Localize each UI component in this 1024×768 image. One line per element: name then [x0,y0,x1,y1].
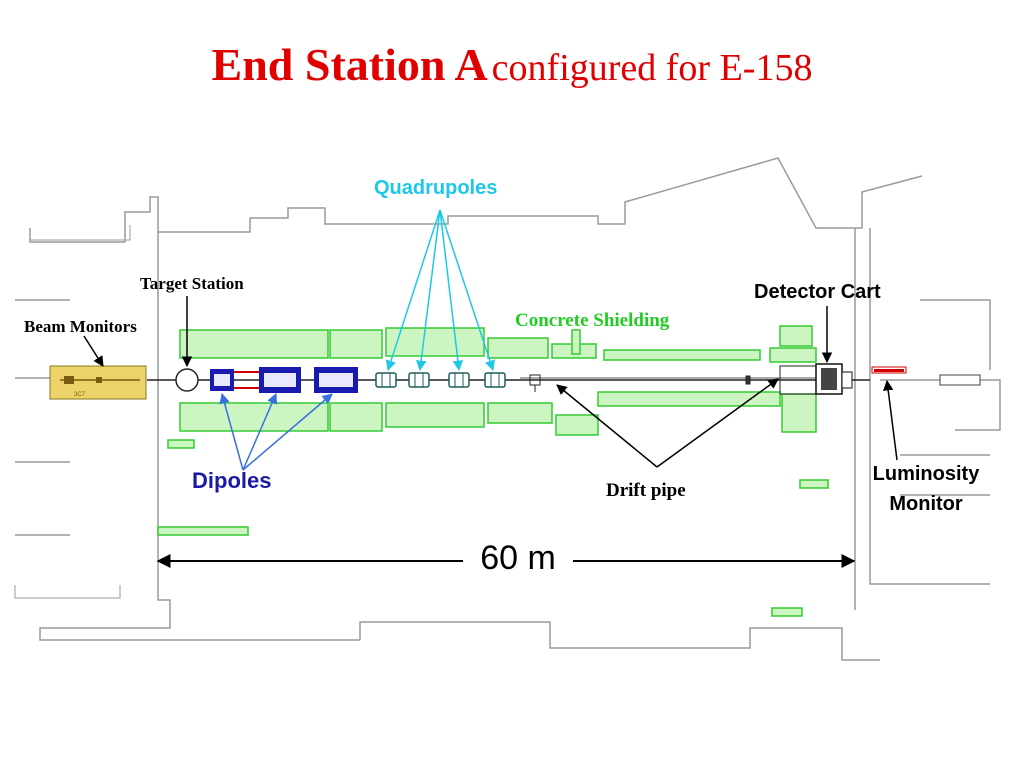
dipoles-label: Dipoles [192,468,272,493]
luminosity-monitor-label: Luminosity Monitor [848,459,1004,519]
floor-plan-outline [14,157,1001,661]
dipole-magnets [210,367,358,393]
quadrupoles-label: Quadrupoles [374,177,498,199]
beam-monitor-box-tag: 3C7 [74,392,86,398]
quadrupole-coils [381,373,500,387]
detector-cart [779,363,853,395]
concrete-shielding-blocks [157,325,829,617]
scale-label: 60 m [468,539,568,578]
drift-pipe-flange [529,374,751,392]
black-callout-arrows [83,296,898,468]
slide-title: End Station A configured for E-158 [0,38,1024,91]
luminosity-monitor-label-line2: Monitor [889,493,963,515]
drift-pipe-label: Drift pipe [606,480,686,501]
detector-cart-label: Detector Cart [754,281,881,303]
title-main: End Station A [211,39,488,90]
dipoles-callout-arrows [219,392,333,471]
beam-line [147,377,870,381]
beam-monitors-label: Beam Monitors [24,317,137,336]
quadrupole-magnets [375,372,506,388]
luminosity-monitor-label-line1: Luminosity [872,463,980,485]
quadrupoles-callout-arrows [385,209,496,372]
concrete-shielding-label: Concrete Shielding [515,310,670,331]
beam-monitor-box: 3C7 [49,365,147,400]
title-sub: configured for E-158 [491,47,813,89]
luminosity-monitor [871,366,981,386]
target-station-label: Target Station [140,274,244,293]
target-station-marker [175,368,199,392]
